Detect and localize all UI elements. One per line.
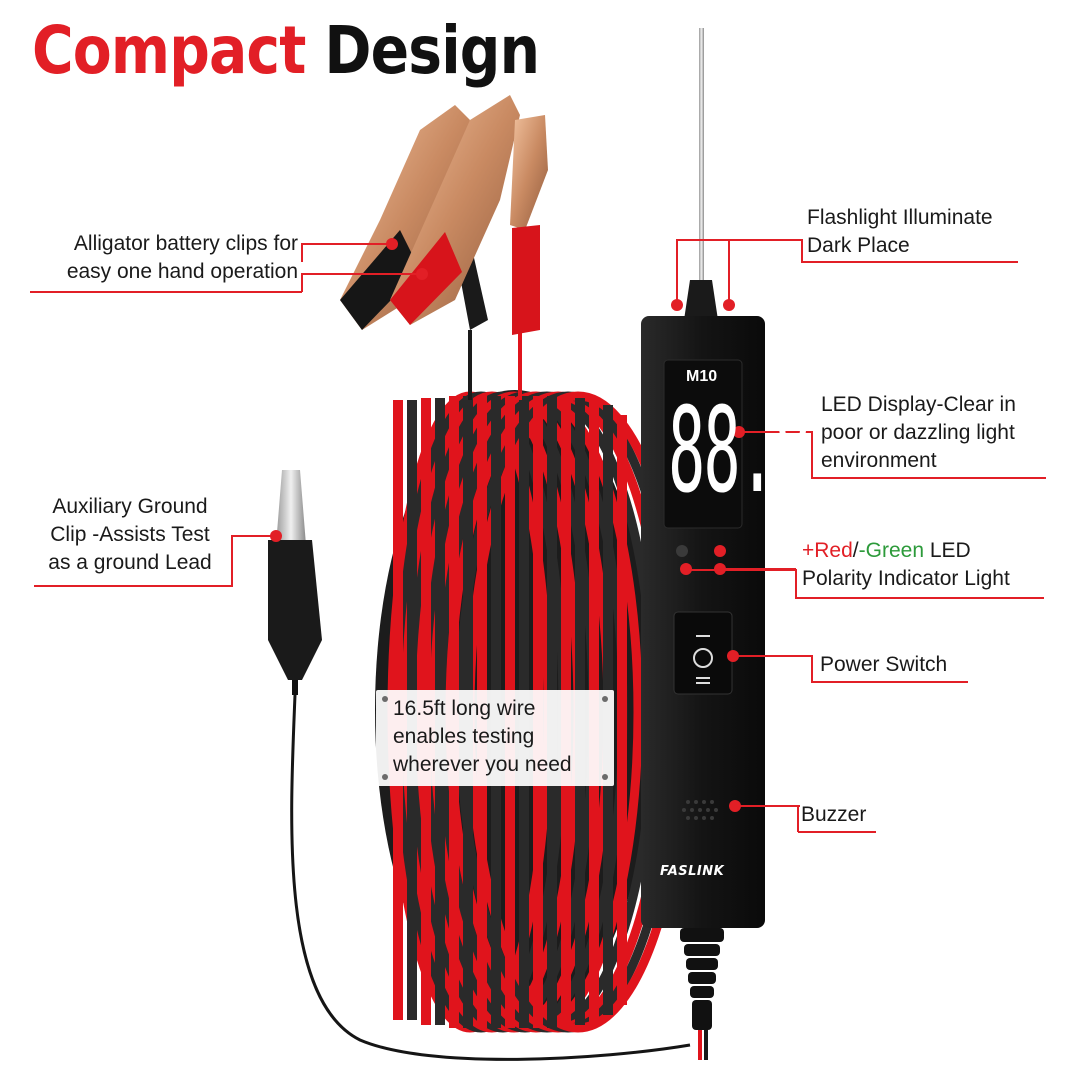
callout-polarity-line-1: +Red/-Green LED (802, 537, 1010, 565)
probe-tip (699, 28, 704, 298)
callout-flashlight-line-1: Flashlight Illuminate (807, 206, 993, 229)
callout-alligator-line-1: Alligator battery clips for (73, 232, 298, 255)
wire-length-note: 16.5ft long wire enables testing whereve… (376, 690, 614, 786)
note-corner-dot (602, 774, 608, 780)
alligator-clip-red (390, 95, 548, 335)
callout-led-display-line-2: poor or dazzling light (821, 421, 1015, 444)
note-corner-dot (602, 696, 608, 702)
callout-leaders (30, 239, 1046, 833)
polarity-plus-led (714, 545, 726, 557)
alligator-black-pointer-dot (386, 238, 398, 250)
callout-auxiliary-line-2: Clip -Assists Test (50, 523, 210, 546)
callout-alligator-clips: Alligator battery clips for easy one han… (28, 230, 298, 286)
note-corner-dot (382, 774, 388, 780)
callout-led-display-line-3: environment (821, 449, 937, 472)
polarity-plus-red-text: +Red (802, 539, 853, 562)
probe-collar (684, 280, 718, 320)
callout-auxiliary-clip: Auxiliary Ground Clip -Assists Test as a… (32, 493, 228, 577)
callout-led-display: LED Display-Clear in poor or dazzling li… (821, 391, 1016, 475)
callout-polarity-line-2: Polarity Indicator Light (802, 567, 1010, 590)
wire-note-line-1: 16.5ft long wire (393, 697, 536, 720)
polarity-minus-led (676, 545, 688, 557)
callout-auxiliary-line-3: as a ground Lead (48, 551, 212, 574)
led-display (663, 359, 743, 529)
power-switch-off-mark (693, 648, 713, 668)
callout-auxiliary-line-1: Auxiliary Ground (52, 495, 208, 518)
note-corner-dot (382, 696, 388, 702)
device-brand-logo: FASLINK (660, 864, 725, 879)
buzzer-grille (682, 800, 718, 820)
title-word-design: Design (324, 12, 540, 89)
auxiliary-ground-clip (268, 470, 322, 695)
device-digit-readout: 88.8 (668, 380, 811, 520)
wire-note-text: 16.5ft long wire enables testing whereve… (393, 695, 572, 779)
polarity-slash-text: / (852, 539, 859, 562)
alligator-red-pointer-dot (416, 268, 428, 280)
wire-note-line-3: wherever you need (393, 753, 572, 776)
aux-clip-pointer-dot (270, 530, 282, 542)
callout-flashlight-line-2: Dark Place (807, 234, 910, 257)
polarity-led-text: LED (924, 539, 971, 562)
callout-polarity: +Red/-Green LED Polarity Indicator Light (802, 537, 1010, 593)
wire-note-line-2: enables testing (393, 725, 535, 748)
device-model-label: M10 (686, 368, 718, 385)
strain-relief (680, 928, 724, 1030)
callout-power-switch: Power Switch (820, 653, 948, 676)
callout-alligator-line-2: easy one hand operation (66, 260, 298, 283)
polarity-minus-green-text: -Green (858, 539, 924, 562)
callout-flashlight: Flashlight Illuminate Dark Place (807, 204, 993, 260)
ground-lead-wire (290, 694, 691, 1061)
callout-led-display-line-1: LED Display-Clear in (821, 393, 1016, 416)
callout-buzzer: Buzzer (801, 803, 867, 826)
title-word-compact: Compact (32, 12, 306, 89)
page-title: Compact Design (32, 18, 540, 84)
power-switch (673, 611, 733, 695)
